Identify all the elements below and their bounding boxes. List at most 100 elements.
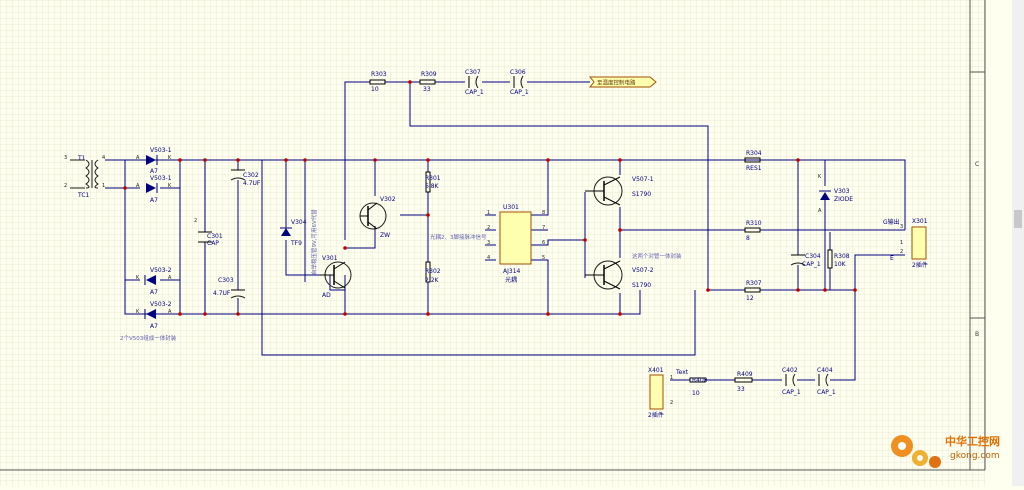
transformer-t1[interactable]: T1 TC1 3 2 4 1 <box>64 155 105 199</box>
diode-v503-1-top[interactable]: V503-1 A7 A K <box>136 147 172 175</box>
transistor-v302[interactable]: V302 ZW <box>359 196 396 239</box>
c301-value: CAP <box>207 240 219 247</box>
bridge-note: 2个V503组成一体封装 <box>120 334 177 342</box>
r309-label: R309 <box>421 71 437 78</box>
r302-label: R302 <box>425 268 441 275</box>
resistor-r302[interactable]: R302 2.2K <box>425 261 441 284</box>
c303-label: C303 <box>218 277 234 284</box>
resistor-r303[interactable]: R303 10 <box>369 71 387 93</box>
capacitor-c306[interactable]: C306 CAP_1 <box>510 69 529 96</box>
scrollbar-thumb[interactable] <box>1014 210 1022 228</box>
capacitor-c307[interactable]: C307 CAP_1 <box>465 69 484 96</box>
c402-label: C402 <box>782 367 798 374</box>
c404-value: CAP_1 <box>817 389 836 396</box>
v503-1-label: V503-1 <box>150 147 172 154</box>
resistor-r309[interactable]: R309 33 <box>419 71 437 93</box>
transistor-v301[interactable]: V301 AD <box>320 255 352 299</box>
c304-value: CAP_1 <box>802 261 821 268</box>
t1-label: T1 <box>77 155 86 162</box>
resistor-r403[interactable]: R403 10 <box>689 377 708 397</box>
r304-value: RES1 <box>746 165 762 172</box>
c306-value: CAP_1 <box>510 89 529 96</box>
g-output-label: G输出 <box>883 218 900 226</box>
v304-label: V304 <box>291 219 307 226</box>
zone-b-label: B <box>975 331 979 338</box>
u301-pin-5: 5 <box>542 255 545 261</box>
optocoupler-u301[interactable]: U301 AJ314 光耦 1 2 3 4 8 7 6 5 <box>487 204 545 284</box>
u301-pin-3: 3 <box>487 240 490 246</box>
pin-a-1: A <box>136 155 140 161</box>
c404-label: C404 <box>817 367 833 374</box>
v503-1b-value: A7 <box>150 197 158 204</box>
r301-label: R301 <box>425 175 441 182</box>
x301-label: X301 <box>912 218 928 225</box>
diode-v503-2-bottom[interactable]: V503-2 A7 K A <box>136 301 172 330</box>
resistor-r308[interactable]: R308 10K <box>827 249 850 269</box>
pin-a-3: A <box>168 275 172 281</box>
opto-note: 光耦2、3脚接脉冲信号 <box>430 233 487 241</box>
capacitor-c302[interactable]: C302 4.7UF <box>230 169 261 187</box>
v503-2-value: A7 <box>150 289 158 296</box>
watermark-main: 中华工控网 <box>945 434 1000 448</box>
junction-dots <box>123 80 857 316</box>
capacitor-c404[interactable]: C404 CAP_1 <box>817 367 836 396</box>
zener-v304[interactable]: V304 TF9 <box>280 219 307 247</box>
resistor-r310[interactable]: R310 8 <box>744 220 762 242</box>
t1-sub-label: TC1 <box>77 192 90 199</box>
resistor-r301[interactable]: R301 6.8K <box>425 171 441 193</box>
x301-pin-2: 2 <box>900 249 903 255</box>
u301-pin-4: 4 <box>487 255 490 261</box>
zone-c-label: C <box>975 161 979 168</box>
x401-pin-1: 1 <box>670 375 673 381</box>
t1-pin-1: 1 <box>102 183 105 189</box>
r307-value: 12 <box>746 295 754 302</box>
r302-value: 2.2K <box>425 277 440 284</box>
c302-label: C302 <box>243 172 259 179</box>
connector-x401[interactable]: X401 2插件 1 2 <box>648 367 673 419</box>
resistor-r307[interactable]: R307 12 <box>744 280 762 302</box>
watermark-sub: gkong.com <box>950 451 1000 461</box>
transistor-v507-2[interactable]: V507-2 S1790 <box>585 260 654 290</box>
resistor-r409[interactable]: R409 33 <box>734 371 753 393</box>
capacitor-c303[interactable]: C303 4.7UF <box>213 277 246 299</box>
x301-pin-1: 1 <box>900 240 903 246</box>
v303-label: V303 <box>834 188 850 195</box>
pin-k-4: K <box>136 309 140 315</box>
vertical-scrollbar[interactable] <box>1012 0 1024 486</box>
x401-value: 2插件 <box>648 411 664 419</box>
r308-label: R308 <box>834 253 850 260</box>
r409-label: R409 <box>737 371 753 378</box>
diode-v503-2-top[interactable]: V503-2 A7 K A <box>136 267 172 296</box>
c307-label: C307 <box>465 69 481 76</box>
capacitor-c304[interactable]: C304 CAP_1 <box>790 253 821 268</box>
pin-a-2: A <box>136 183 140 189</box>
diode-v503-1-bottom[interactable]: V503-1 A7 A K <box>136 175 172 204</box>
r308-value: 10K <box>834 261 847 268</box>
resistor-r304[interactable]: R304 RES1 <box>744 150 762 172</box>
v301-label: V301 <box>322 255 338 262</box>
watermark-logo: 中华工控网 gkong.com <box>891 434 1000 468</box>
v503-1-value: A7 <box>150 168 158 175</box>
pin-k-1: K <box>168 155 172 161</box>
u301-sub: 光耦 <box>505 276 517 284</box>
u301-pin-7: 7 <box>542 225 545 231</box>
x401-pin-2: 2 <box>670 400 673 406</box>
port-temperature-control[interactable]: 至温度控制电路 <box>588 76 657 88</box>
capacitor-c301[interactable]: C301 CAP 2 <box>194 218 223 247</box>
connector-x301[interactable]: X301 2插件 3 1 2 <box>900 218 928 269</box>
r303-value: 10 <box>371 86 379 93</box>
r310-label: R310 <box>746 220 762 227</box>
c307-value: CAP_1 <box>465 89 484 96</box>
zener-v303[interactable]: V303 ZIODE K A <box>818 174 853 214</box>
transistor-v507-1[interactable]: V507-1 S1790 <box>585 176 654 206</box>
x401-label: X401 <box>648 367 664 374</box>
x301-value: 2插件 <box>912 261 928 269</box>
u301-pin-1: 1 <box>487 210 490 216</box>
capacitor-c402[interactable]: C402 CAP_1 <box>782 367 801 396</box>
u301-pin-2: 2 <box>487 225 490 231</box>
r310-value: 8 <box>746 235 750 242</box>
e-label: E <box>890 255 894 262</box>
